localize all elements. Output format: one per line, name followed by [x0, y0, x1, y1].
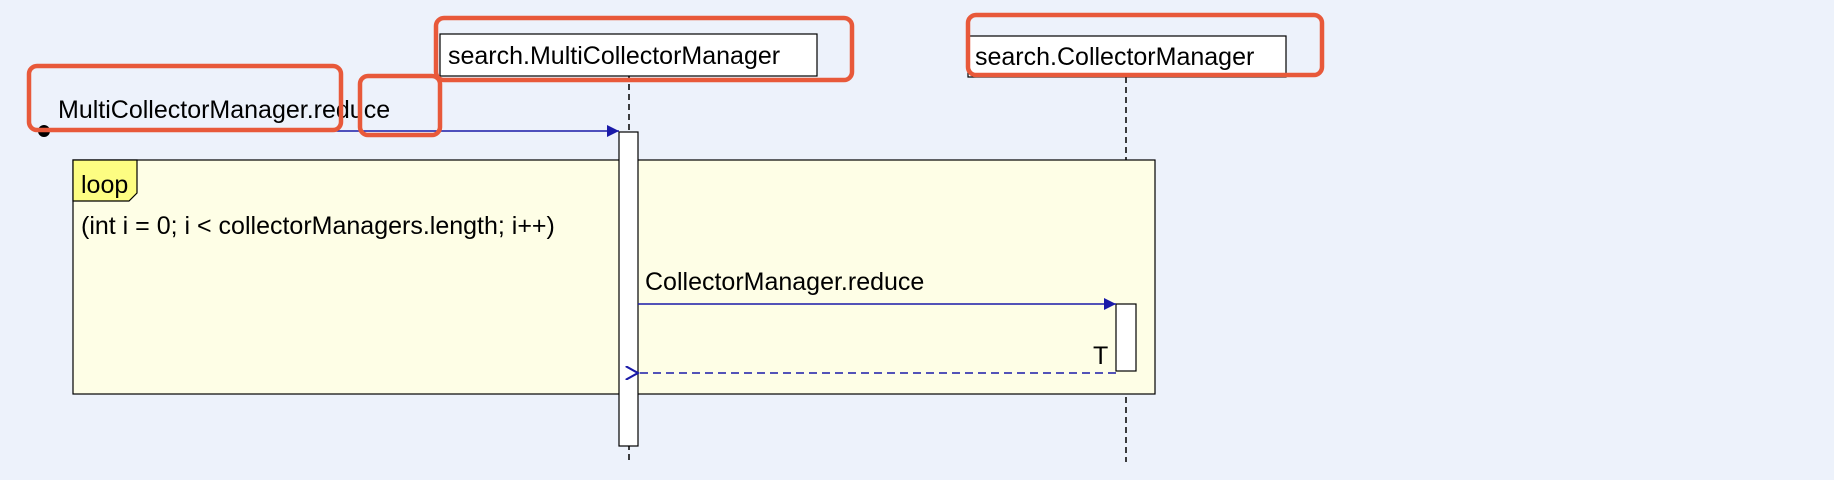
call-message-label: CollectorManager.reduce [645, 268, 924, 296]
participant-name-multi-collector-manager: search.MultiCollectorManager [448, 42, 780, 70]
participant-name-collector-manager: search.CollectorManager [975, 43, 1254, 71]
loop-fragment [72, 159, 1156, 395]
activation-bar-multi-collector-manager [618, 131, 639, 447]
highlight-participant-multi [433, 15, 855, 83]
loop-fragment-label: loop [81, 171, 128, 199]
highlight-found-message-method [357, 73, 443, 138]
loop-fragment-guard: (int i = 0; i < collectorManagers.length… [81, 212, 555, 240]
return-message-label: T [1093, 342, 1108, 370]
highlight-participant-collector [965, 12, 1325, 78]
participant-box-multi-collector-manager[interactable] [439, 33, 818, 77]
loop-fragment-tab [72, 159, 138, 202]
highlight-found-message-class [26, 63, 344, 133]
participant-box-collector-manager[interactable] [967, 35, 1287, 78]
activation-bar-collector-manager [1115, 303, 1137, 372]
found-message-label: MultiCollectorManager.reduce [58, 96, 390, 124]
